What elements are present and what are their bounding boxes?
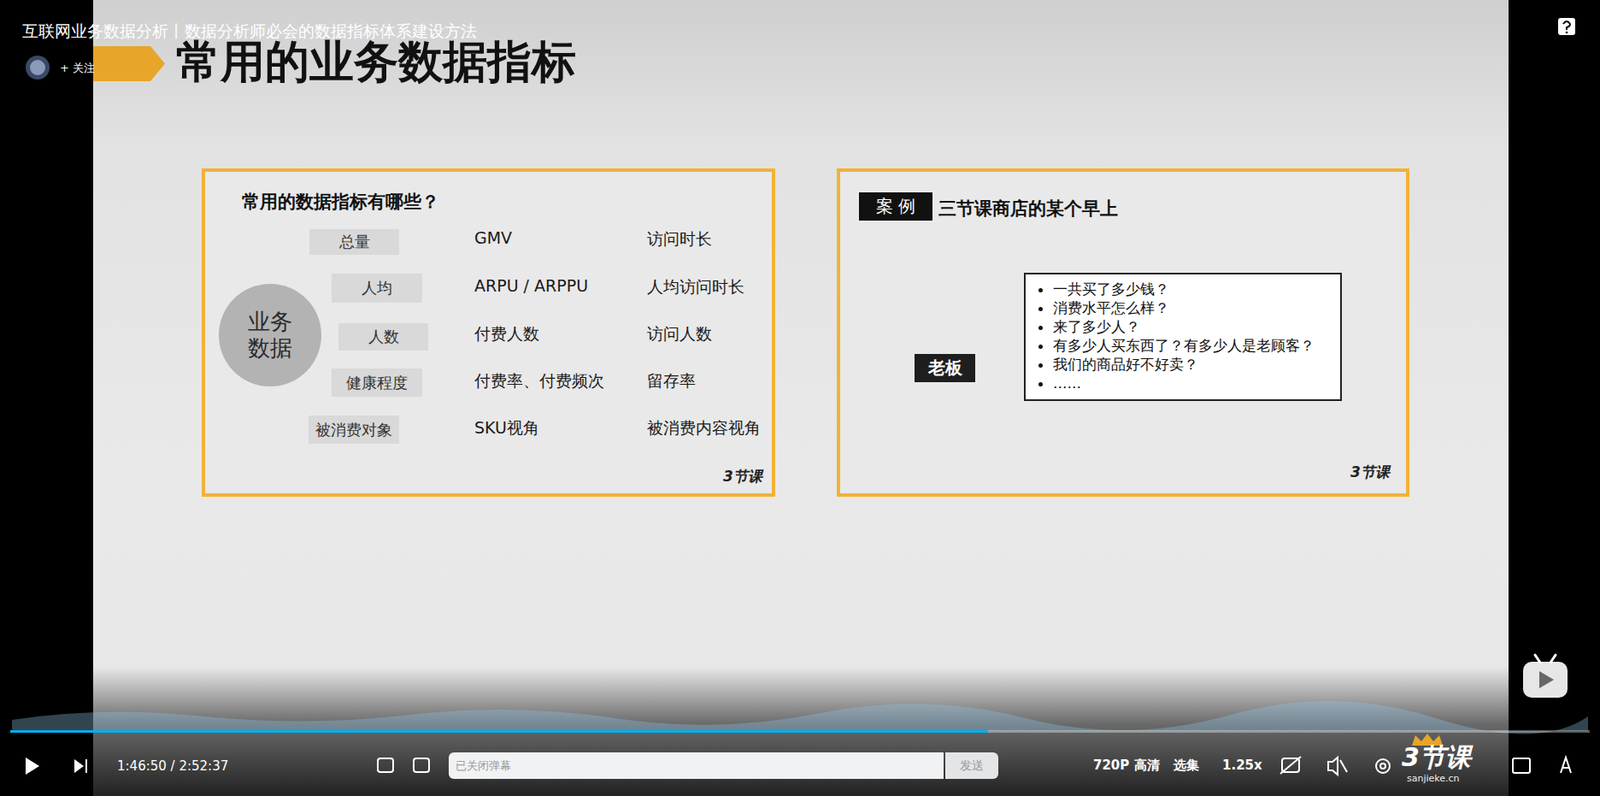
speech-bubble-text: 有多少人买东西了？有多少人是老顾客？ — [1052, 336, 1332, 356]
follow-button: + 关注 — [59, 60, 95, 77]
send-button: 发送 — [945, 752, 999, 779]
progress-track — [10, 729, 1590, 733]
metric-item: 付费人数 — [474, 323, 540, 346]
metric-item: 访问人数 — [647, 323, 712, 346]
metric-item: ARPU / ARPPU — [474, 276, 589, 295]
brand-logo: 3节课 — [1350, 462, 1390, 483]
speech-bubble-text: 一共买了多少钱？ — [1052, 280, 1332, 300]
bullet-dot — [1038, 325, 1043, 330]
indicator-panel-text: 常用的数据指标有哪些？ — [241, 189, 440, 214]
avatar — [25, 55, 50, 80]
case-panel: 三节课商店的某个早上案 例老板 一共买了多少钱？消费水平怎么样？来了多少人？有多少… — [836, 168, 1410, 497]
category-box-text: 总量 — [339, 231, 371, 253]
video-title: 互联网业务数据分析丨数据分析师必会的数据指标体系建设方法 — [22, 20, 477, 43]
metric-item: 被消费内容视角 — [647, 417, 761, 440]
metric-item: 留存率 — [647, 370, 696, 393]
speech-bubble: 一共买了多少钱？消费水平怎么样？来了多少人？有多少人买东西了？有多少人是老顾客？… — [1023, 272, 1342, 401]
bullet-dot — [1038, 363, 1043, 368]
title-arrow — [93, 46, 165, 82]
bullet-dot — [1038, 344, 1043, 349]
speed-button: 1.25x — [1222, 757, 1263, 773]
category-box: 人均 — [331, 273, 423, 303]
category-box: 健康程度 — [331, 368, 423, 397]
case-panel-text: 三节课商店的某个早上 — [938, 196, 1118, 221]
business-data-circle: 业务 数据 — [218, 283, 322, 387]
category-box: 被消费对象 — [308, 415, 400, 444]
boss-tag: 老板 — [914, 353, 976, 383]
speech-bubble-text: …… — [1052, 374, 1332, 394]
metric-item: 付费率、付费频次 — [474, 370, 605, 393]
time-display: 1:46:50 / 2:52:37 — [117, 758, 229, 774]
help-icon — [1558, 17, 1576, 36]
progress-played — [10, 729, 989, 733]
send-button-text: 发送 — [959, 758, 984, 774]
brand-logo: 3节课 — [1401, 740, 1471, 776]
category-box-text: 被消费对象 — [315, 419, 393, 441]
metric-item: 人均访问时长 — [647, 276, 745, 299]
bullet-dot — [1038, 288, 1043, 293]
business-data-circle-text: 业务 数据 — [244, 308, 296, 362]
quality-button: 720P 高清 — [1093, 757, 1160, 774]
danmaku-input: 已关闭弹幕 — [448, 752, 944, 779]
boss-tag-text: 老板 — [928, 356, 963, 380]
metric-item: 访问时长 — [647, 228, 712, 251]
bullet-dot — [1038, 306, 1043, 312]
category-box: 人数 — [338, 323, 429, 351]
category-box-text: 健康程度 — [346, 372, 408, 394]
metric-item: SKU视角 — [474, 417, 540, 440]
category-box-text: 人数 — [368, 326, 400, 348]
tv-icon — [1523, 654, 1568, 698]
episodes-button: 选集 — [1173, 757, 1200, 774]
category-box: 总量 — [309, 229, 400, 255]
case-tag: 案 例 — [858, 192, 933, 221]
speech-bubble-text: 来了多少人？ — [1052, 317, 1332, 337]
case-tag-text: 案 例 — [876, 194, 916, 218]
metric-item: GMV — [474, 228, 512, 248]
brand-logo: 3节课 — [723, 466, 763, 487]
speech-bubble-text: 消费水平怎么样？ — [1052, 299, 1332, 318]
speech-bubble-text: 我们的商品好不好卖？ — [1052, 355, 1332, 375]
bullet-dot — [1038, 382, 1043, 387]
slide-title: 常用的业务数据指标 — [176, 32, 577, 93]
brand-url: sanjieke.cn — [1406, 772, 1460, 784]
waveform — [11, 700, 1589, 735]
category-box-text: 人均 — [361, 277, 393, 299]
danmaku-input-text: 已关闭弹幕 — [455, 758, 512, 774]
